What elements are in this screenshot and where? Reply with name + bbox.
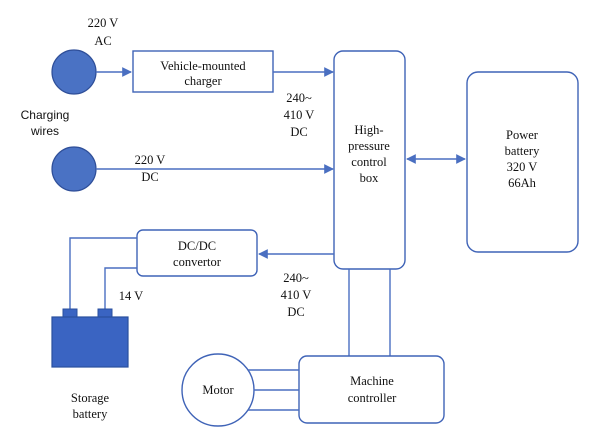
dcdc-to-battery-wire-left <box>69 237 137 312</box>
range2-line3: DC <box>287 305 304 319</box>
ac-charging-plug <box>51 49 97 95</box>
controller-label-line2: controller <box>348 391 397 405</box>
motor-label: Motor <box>202 383 234 397</box>
range1-line2: 410 V <box>284 108 315 122</box>
power-battery-line1: Power <box>506 128 539 142</box>
range1-line1: 240~ <box>286 91 312 105</box>
fourteen-volt-label: 14 V <box>119 289 143 303</box>
hv-label-line2: pressure <box>348 139 390 153</box>
charging-label: Charging <box>21 108 70 122</box>
hv-label-line1: High- <box>354 123 383 137</box>
dc-in-voltage-label: 220 V <box>135 153 166 167</box>
storage-label-line1: Storage <box>71 391 110 405</box>
range2-line2: 410 V <box>281 288 312 302</box>
dcdc-label-line2: convertor <box>173 255 222 269</box>
controller-label-line1: Machine <box>350 374 394 388</box>
high-pressure-control-box <box>333 50 406 270</box>
dcdc-label-line1: DC/DC <box>178 239 216 253</box>
dcdc-convertor-box <box>136 229 258 277</box>
storage-label-line2: battery <box>73 407 108 421</box>
power-battery-line2: battery <box>505 144 540 158</box>
wires-label: wires <box>30 124 59 138</box>
range2-line1: 240~ <box>283 271 309 285</box>
charger-label-line1: Vehicle-mounted <box>160 59 246 73</box>
hv-label-line3: control <box>351 155 387 169</box>
dcdc-to-battery-wire-right <box>104 267 137 312</box>
storage-battery-icon <box>51 308 129 368</box>
ac-voltage-label: 220 V <box>88 16 119 30</box>
power-battery-line3: 320 V <box>507 160 538 174</box>
range1-line3: DC <box>290 125 307 139</box>
ac-type-label: AC <box>94 34 111 48</box>
charger-label-line2: charger <box>184 74 222 88</box>
dc-in-type-label: DC <box>141 170 158 184</box>
hv-label-line4: box <box>360 171 380 185</box>
power-battery-line4: 66Ah <box>508 176 537 190</box>
dc-charging-plug <box>51 146 97 192</box>
power-battery-box <box>466 71 579 253</box>
machine-controller-box <box>298 355 445 424</box>
